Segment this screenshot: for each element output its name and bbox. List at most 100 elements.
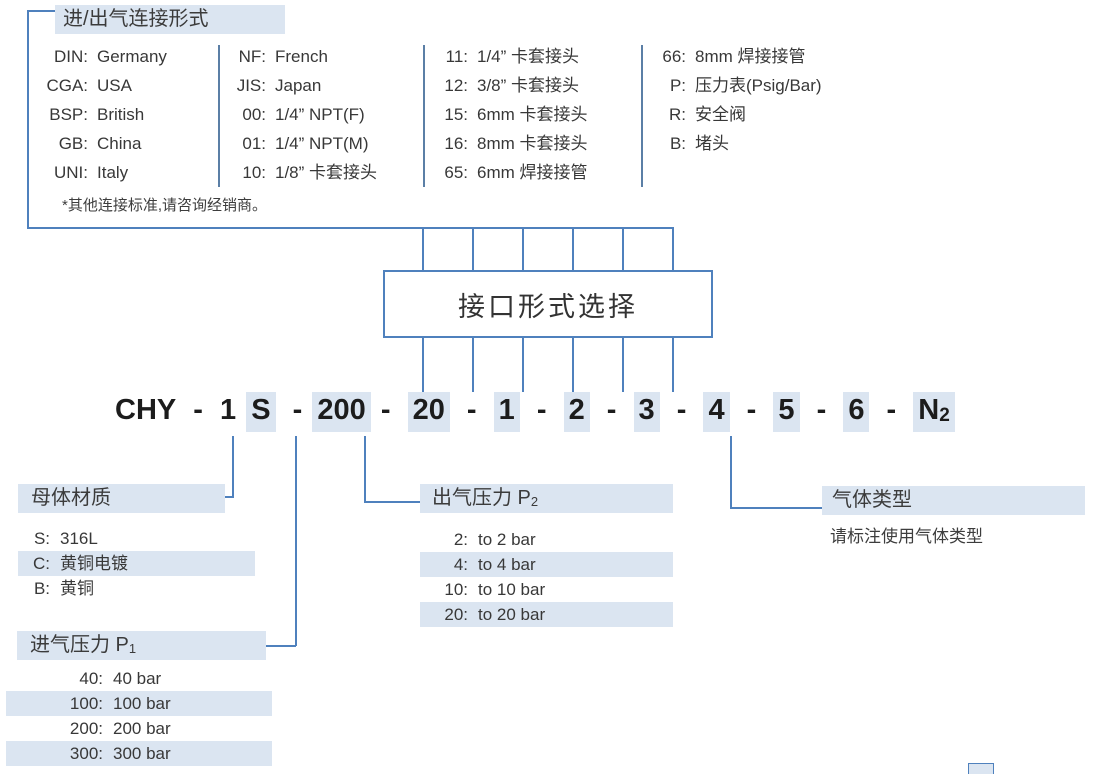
connection-code: 12: xyxy=(444,76,468,95)
option-label: 316L xyxy=(60,529,98,548)
model-code-part-text: - xyxy=(676,394,687,426)
model-code-part: - xyxy=(193,392,203,432)
model-code-part-text: 5 xyxy=(778,394,795,426)
option-code: B: xyxy=(33,579,50,598)
model-code-part: - xyxy=(677,392,687,432)
option-label: to 4 bar xyxy=(478,555,536,574)
connection-code: 15: xyxy=(444,105,468,124)
connection-row: 16: 8mm 卡套接头 xyxy=(438,129,587,158)
model-code-part-text: 1 xyxy=(220,394,237,426)
connection-row: R: 安全阀 xyxy=(654,100,822,129)
gas-type-title-text: 气体类型 xyxy=(832,489,912,511)
option-label: 300 bar xyxy=(113,744,171,763)
inlet-pressure-option-row: 100: 100 bar xyxy=(6,691,272,716)
connection-column-2: NF: French JIS: Japan 00: 1/4” NPT(F) 01… xyxy=(230,42,377,187)
option-label: 100 bar xyxy=(113,694,171,713)
bottom-right-partial-box xyxy=(968,763,994,774)
model-code-part: CHY xyxy=(115,392,176,432)
option-code: 10: xyxy=(444,580,468,599)
connection-label: 1/4” NPT(F) xyxy=(275,105,365,124)
connection-label: 6mm 卡套接头 xyxy=(477,105,588,124)
connection-code: 16: xyxy=(444,134,468,153)
gas-type-note: 请标注使用气体类型 xyxy=(830,527,983,546)
option-code: 40: xyxy=(79,669,103,688)
material-option-row: B: 黄铜 xyxy=(18,576,255,601)
model-code-part: 1 xyxy=(493,392,520,432)
model-code-part-text: - xyxy=(536,394,547,426)
connection-row: 01: 1/4” NPT(M) xyxy=(230,129,377,158)
connection-code: UNI: xyxy=(54,163,88,182)
connection-label: Italy xyxy=(97,163,129,182)
material-options: S: 316L C: 黄铜电镀 B: 黄铜 xyxy=(18,526,255,601)
model-code-part: 5 xyxy=(773,392,800,432)
connection-label: 安全阀 xyxy=(695,105,746,124)
connection-code: 01: xyxy=(242,134,266,153)
connection-code: P: xyxy=(669,76,686,95)
connection-label: 压力表(Psig/Bar) xyxy=(695,76,822,95)
option-code: 200: xyxy=(69,719,103,738)
connection-label: Germany xyxy=(97,47,167,66)
model-code-part-text: - xyxy=(606,394,617,426)
model-code-part-text: - xyxy=(380,394,391,426)
gas-type-connector-vertical xyxy=(730,436,732,508)
option-code: 20: xyxy=(444,605,468,624)
model-code-part-text: 20 xyxy=(412,394,445,426)
column-divider-2 xyxy=(423,45,425,187)
option-label: 黄铜 xyxy=(60,579,94,598)
model-code-part: 3 xyxy=(633,392,660,432)
model-code-part-text: - xyxy=(466,394,477,426)
model-code-part-text: 3 xyxy=(638,394,655,426)
material-connector-vertical xyxy=(232,436,234,497)
connection-row: P: 压力表(Psig/Bar) xyxy=(654,71,822,100)
model-code-part: - xyxy=(607,392,617,432)
outlet-pressure-title-text: 出气压力 P xyxy=(432,487,531,509)
outlet-pressure-connector-horizontal xyxy=(364,501,420,503)
connection-code: DIN: xyxy=(54,47,88,66)
model-code-part: - xyxy=(467,392,477,432)
connection-section-title-text: 进/出气连接形式 xyxy=(63,8,209,30)
inlet-pressure-connector-vertical xyxy=(295,436,297,646)
connection-code: JIS: xyxy=(236,76,266,95)
connection-code: 10: xyxy=(242,163,266,182)
model-code-part-text: - xyxy=(292,394,303,426)
outlet-pressure-connector-vertical xyxy=(364,436,366,502)
option-code: S: xyxy=(33,529,50,548)
box-upper-connector-5 xyxy=(622,227,624,270)
connection-label: China xyxy=(97,134,142,153)
inlet-pressure-option-row: 300: 300 bar xyxy=(6,741,272,766)
box-lower-connector-4 xyxy=(572,338,574,392)
connection-label: French xyxy=(275,47,328,66)
connection-code: B: xyxy=(669,134,686,153)
connection-section-title: 进/出气连接形式 xyxy=(55,5,285,34)
model-code-part: 200 xyxy=(312,392,371,432)
connection-row: 66: 8mm 焊接接管 xyxy=(654,42,822,71)
connection-code: GB: xyxy=(58,134,88,153)
outlet-pressure-option-row: 20: to 20 bar xyxy=(420,602,673,627)
box-upper-connector-4 xyxy=(572,227,574,270)
connection-column-3: 11: 1/4” 卡套接头 12: 3/8” 卡套接头 15: 6mm 卡套接头… xyxy=(438,42,588,187)
connection-label: 1/4” 卡套接头 xyxy=(477,47,580,66)
connection-label: 堵头 xyxy=(695,134,729,153)
bracket-bottom-line xyxy=(27,227,673,229)
model-code-part-text: 200 xyxy=(317,394,366,426)
connection-row: 15: 6mm 卡套接头 xyxy=(438,100,588,129)
connection-row: 12: 3/8” 卡套接头 xyxy=(438,71,588,100)
connection-row: BSP: British xyxy=(40,100,167,129)
model-code-part: 20 xyxy=(407,392,450,432)
inlet-pressure-connector-horizontal xyxy=(266,645,296,647)
model-code-part: 4 xyxy=(703,392,730,432)
model-code-part-text: 2 xyxy=(568,394,585,426)
option-label: 40 bar xyxy=(113,669,162,688)
inlet-pressure-options: 40: 40 bar 100: 100 bar 200: 200 bar 300… xyxy=(6,666,272,766)
box-upper-connector-1 xyxy=(422,227,424,270)
connection-column-1: DIN: Germany CGA: USA BSP: British GB: C… xyxy=(40,42,167,187)
connection-code: CGA: xyxy=(46,76,88,95)
model-code-part: - xyxy=(747,392,757,432)
interface-selector-box: 接口形式选择 xyxy=(383,270,713,338)
connection-row: 11: 1/4” 卡套接头 xyxy=(438,42,588,71)
material-connector-horizontal xyxy=(225,496,234,498)
option-label: to 2 bar xyxy=(478,530,536,549)
interface-selector-label: 接口形式选择 xyxy=(458,291,638,322)
material-section-title: 母体材质 xyxy=(18,484,225,513)
connection-label: 1/8” 卡套接头 xyxy=(275,163,378,182)
